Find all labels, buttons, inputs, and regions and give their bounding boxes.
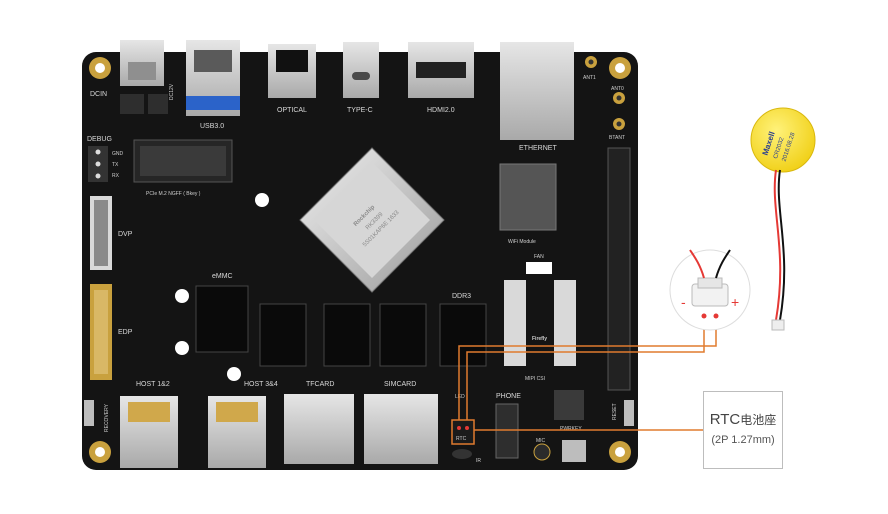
host34-label: HOST 3&4 bbox=[244, 381, 278, 388]
tfcard-slot bbox=[284, 394, 354, 464]
wifi-label: WiFi Module bbox=[508, 239, 536, 245]
simcard-label: SIMCARD bbox=[384, 381, 416, 388]
pcie-slot bbox=[133, 139, 233, 183]
rk3399-soc: Rockchip RK3399 5S01KAP6E 1633 bbox=[299, 147, 445, 293]
usb3-port bbox=[186, 40, 240, 116]
edp-label: EDP bbox=[118, 329, 133, 336]
tx-label: TX bbox=[112, 162, 119, 168]
ant1-label: ANT1 bbox=[583, 75, 596, 81]
rtc-label: RTC bbox=[456, 436, 467, 442]
emmc-label: eMMC bbox=[212, 273, 233, 280]
recovery-label: RECOVERY bbox=[104, 403, 110, 432]
ethernet-label: ETHERNET bbox=[519, 145, 557, 152]
callout-title: RTC电池座 bbox=[709, 411, 777, 428]
hdmi-label: HDMI2.0 bbox=[427, 107, 455, 114]
callout-subtitle: (2P 1.27mm) bbox=[711, 434, 775, 446]
reset-label: RESET bbox=[612, 403, 618, 420]
firefly-logo: Firefly bbox=[532, 336, 547, 342]
mipi-csi-connectors bbox=[504, 280, 576, 366]
emmc-chip bbox=[195, 285, 249, 353]
phone-label: PHONE bbox=[496, 393, 521, 400]
minus-label: - bbox=[681, 294, 686, 310]
dvp-connector bbox=[90, 196, 112, 270]
ir-label: IR bbox=[476, 458, 481, 464]
gpio-header bbox=[607, 147, 631, 391]
antenna-connectors bbox=[585, 56, 625, 130]
usb30-label: USB3.0 bbox=[200, 123, 224, 130]
host12-port bbox=[120, 396, 178, 468]
rtc-pin-1 bbox=[457, 426, 461, 430]
ddr3-label: DDR3 bbox=[452, 293, 471, 300]
ant0-label: ANT0 bbox=[611, 86, 624, 92]
rtc-callout-box: RTC电池座 (2P 1.27mm) bbox=[703, 391, 783, 469]
dvp-label: DVP bbox=[118, 231, 133, 238]
mic bbox=[533, 443, 551, 461]
edp-connector bbox=[90, 284, 112, 380]
mipi-label: MIPI CSI bbox=[525, 376, 545, 382]
dc-in-jack bbox=[120, 40, 168, 114]
pwr-switch bbox=[562, 440, 586, 462]
rtc-connector bbox=[451, 419, 475, 445]
ddr3-chips bbox=[259, 303, 487, 367]
fan-header bbox=[526, 262, 552, 274]
gnd-label: GND bbox=[112, 151, 124, 157]
debug-header bbox=[88, 146, 108, 182]
pcie-label: PCIe M.2 NGFF ( Bkey ) bbox=[146, 191, 201, 197]
pwrkey-label: PWRKEY bbox=[560, 426, 582, 432]
reset-button bbox=[624, 400, 634, 426]
debug-label: DEBUG bbox=[87, 136, 112, 143]
btant-label: BTANT bbox=[609, 135, 625, 141]
rtc-pin-2 bbox=[465, 426, 469, 430]
host12-label: HOST 1&2 bbox=[136, 381, 170, 388]
wifi-module bbox=[499, 163, 557, 231]
rx-label: RX bbox=[112, 173, 120, 179]
tfcard-label: TFCARD bbox=[306, 381, 334, 388]
mic-label: MIC bbox=[536, 438, 546, 444]
led-label: LED bbox=[455, 394, 465, 400]
pwrkey-button bbox=[554, 390, 584, 420]
hdmi-port bbox=[408, 42, 474, 98]
dc12v-label: DC12V bbox=[169, 83, 175, 100]
fan-label: FAN bbox=[534, 254, 544, 260]
ir-receiver bbox=[452, 449, 472, 459]
cr2032-battery: Maxell CR2032 2016.08.28 bbox=[750, 107, 816, 331]
optical-port bbox=[268, 44, 316, 98]
recovery-button bbox=[84, 400, 94, 426]
typec-label: TYPE-C bbox=[347, 107, 373, 114]
simcard-slot bbox=[364, 394, 438, 464]
leader-lines bbox=[458, 322, 717, 431]
host34-port bbox=[208, 396, 266, 468]
typec-port bbox=[343, 42, 379, 98]
ethernet-port bbox=[500, 42, 574, 140]
phone-jack bbox=[495, 403, 519, 459]
optical-label: OPTICAL bbox=[277, 107, 307, 114]
dcin-label: DCIN bbox=[90, 91, 107, 98]
rtc-connector-closeup: - + bbox=[669, 249, 751, 331]
plus-label: + bbox=[731, 294, 739, 310]
